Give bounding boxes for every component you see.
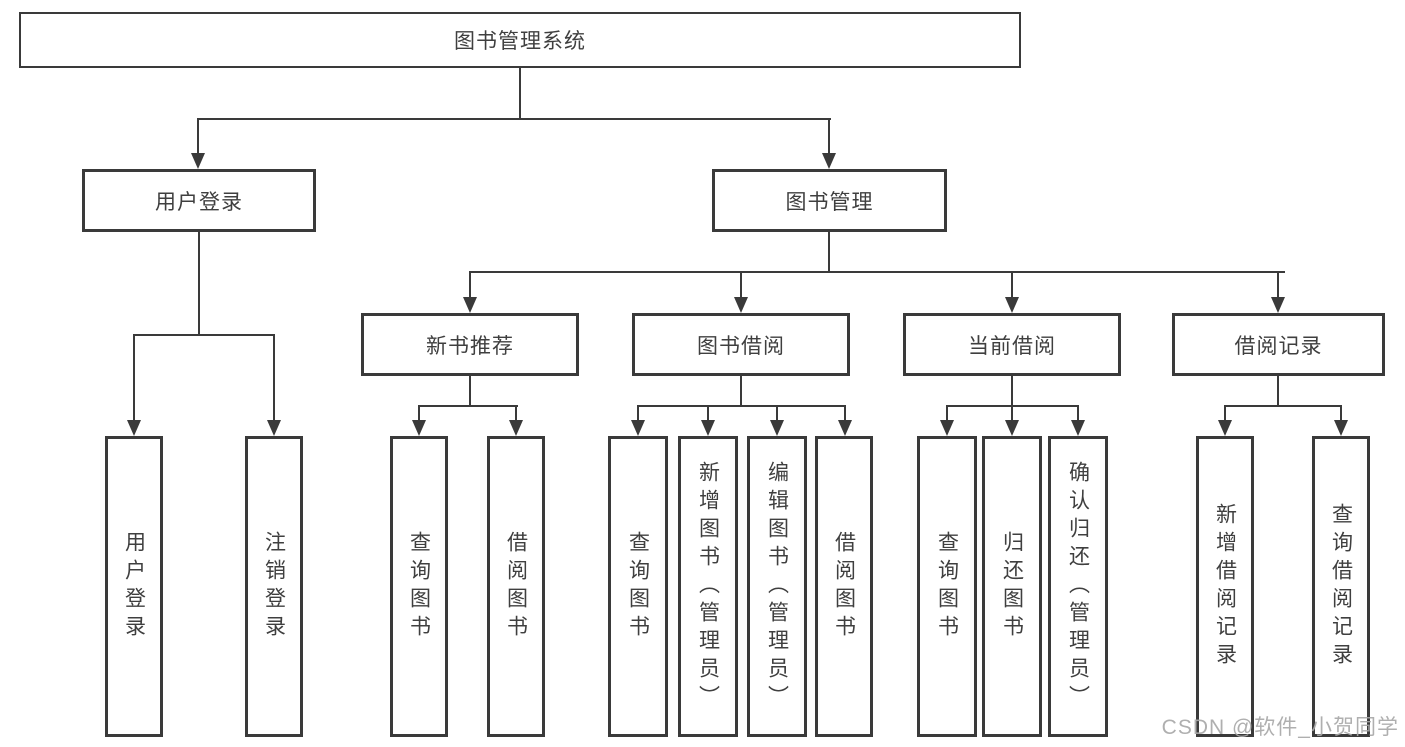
node-leaf-add-books-admin: 新增图书（管理员） bbox=[678, 436, 738, 737]
leaf-label: 用户登录 bbox=[122, 530, 146, 643]
node-book-management: 图书管理 bbox=[712, 169, 947, 232]
node-leaf-add-borrow-record: 新增借阅记录 bbox=[1196, 436, 1254, 737]
leaf-label: 归还图书 bbox=[1000, 530, 1024, 643]
arrow-down-icon bbox=[127, 420, 141, 436]
connector-line bbox=[273, 334, 275, 422]
connector-bar bbox=[418, 405, 518, 407]
arrow-down-icon bbox=[1005, 420, 1019, 436]
connector-line bbox=[776, 405, 778, 422]
leaf-label: 确认归还（管理员） bbox=[1066, 460, 1090, 713]
node-user-login: 用户登录 bbox=[82, 169, 316, 232]
connector-line bbox=[1011, 376, 1013, 407]
arrow-down-icon bbox=[770, 420, 784, 436]
connector-line bbox=[707, 405, 709, 422]
node-leaf-edit-books-admin: 编辑图书（管理员） bbox=[747, 436, 807, 737]
arrow-down-icon bbox=[267, 420, 281, 436]
arrow-down-icon bbox=[701, 420, 715, 436]
connector-line bbox=[844, 405, 846, 422]
leaf-label: 查询借阅记录 bbox=[1329, 502, 1353, 671]
connector-bar bbox=[1224, 405, 1342, 407]
leaf-label: 查询图书 bbox=[626, 530, 650, 643]
leaf-label: 注销登录 bbox=[262, 530, 286, 643]
connector-line bbox=[1277, 376, 1279, 407]
connector-line bbox=[198, 232, 200, 336]
connector-line bbox=[519, 68, 521, 120]
connector-line bbox=[740, 271, 742, 299]
leaf-label: 新增借阅记录 bbox=[1213, 502, 1237, 671]
connector-line bbox=[1011, 405, 1013, 422]
leaf-label: 新增图书（管理员） bbox=[696, 460, 720, 713]
connector-line bbox=[828, 232, 830, 273]
connector-line bbox=[469, 376, 471, 407]
node-library-management-system: 图书管理系统 bbox=[19, 12, 1021, 68]
arrow-down-icon bbox=[463, 297, 477, 313]
connector-line bbox=[515, 405, 517, 422]
leaf-label: 查询图书 bbox=[407, 530, 431, 643]
leaf-label: 编辑图书（管理员） bbox=[765, 460, 789, 713]
node-leaf-logout: 注销登录 bbox=[245, 436, 303, 737]
connector-bar bbox=[197, 118, 831, 120]
connector-bar bbox=[469, 271, 1285, 273]
node-leaf-borrow-books-recommend: 借阅图书 bbox=[487, 436, 545, 737]
leaf-label: 借阅图书 bbox=[504, 530, 528, 643]
arrow-down-icon bbox=[838, 420, 852, 436]
connector-bar bbox=[637, 405, 846, 407]
connector-line bbox=[740, 376, 742, 407]
node-leaf-query-books-borrowing: 查询图书 bbox=[608, 436, 668, 737]
node-current-borrowing: 当前借阅 bbox=[903, 313, 1121, 376]
connector-line bbox=[1224, 405, 1226, 422]
arrow-down-icon bbox=[412, 420, 426, 436]
node-leaf-query-books-current: 查询图书 bbox=[917, 436, 977, 737]
arrow-down-icon bbox=[631, 420, 645, 436]
connector-line bbox=[637, 405, 639, 422]
node-leaf-query-borrow-record: 查询借阅记录 bbox=[1312, 436, 1370, 737]
node-book-borrowing: 图书借阅 bbox=[632, 313, 850, 376]
connector-line bbox=[1011, 271, 1013, 299]
arrow-down-icon bbox=[1218, 420, 1232, 436]
arrow-down-icon bbox=[822, 153, 836, 169]
node-leaf-return-books: 归还图书 bbox=[982, 436, 1042, 737]
arrow-down-icon bbox=[1005, 297, 1019, 313]
connector-line bbox=[946, 405, 948, 422]
connector-line bbox=[1077, 405, 1079, 422]
connector-bar bbox=[133, 334, 275, 336]
arrow-down-icon bbox=[1334, 420, 1348, 436]
leaf-label: 查询图书 bbox=[935, 530, 959, 643]
connector-line bbox=[197, 118, 199, 155]
node-leaf-confirm-return-admin: 确认归还（管理员） bbox=[1048, 436, 1108, 737]
arrow-down-icon bbox=[509, 420, 523, 436]
node-borrowing-records: 借阅记录 bbox=[1172, 313, 1385, 376]
connector-line bbox=[1277, 271, 1279, 299]
connector-line bbox=[133, 334, 135, 422]
connector-line bbox=[1340, 405, 1342, 422]
arrow-down-icon bbox=[1071, 420, 1085, 436]
arrow-down-icon bbox=[191, 153, 205, 169]
leaf-label: 借阅图书 bbox=[832, 530, 856, 643]
connector-line bbox=[469, 271, 471, 299]
node-new-book-recommendation: 新书推荐 bbox=[361, 313, 579, 376]
connector-line bbox=[828, 118, 830, 155]
node-leaf-user-login: 用户登录 bbox=[105, 436, 163, 737]
node-leaf-borrow-books: 借阅图书 bbox=[815, 436, 873, 737]
connector-line bbox=[418, 405, 420, 422]
node-leaf-query-books-recommend: 查询图书 bbox=[390, 436, 448, 737]
arrow-down-icon bbox=[734, 297, 748, 313]
arrow-down-icon bbox=[1271, 297, 1285, 313]
watermark: CSDN @软件_小贺同学 bbox=[1161, 716, 1399, 739]
arrow-down-icon bbox=[940, 420, 954, 436]
